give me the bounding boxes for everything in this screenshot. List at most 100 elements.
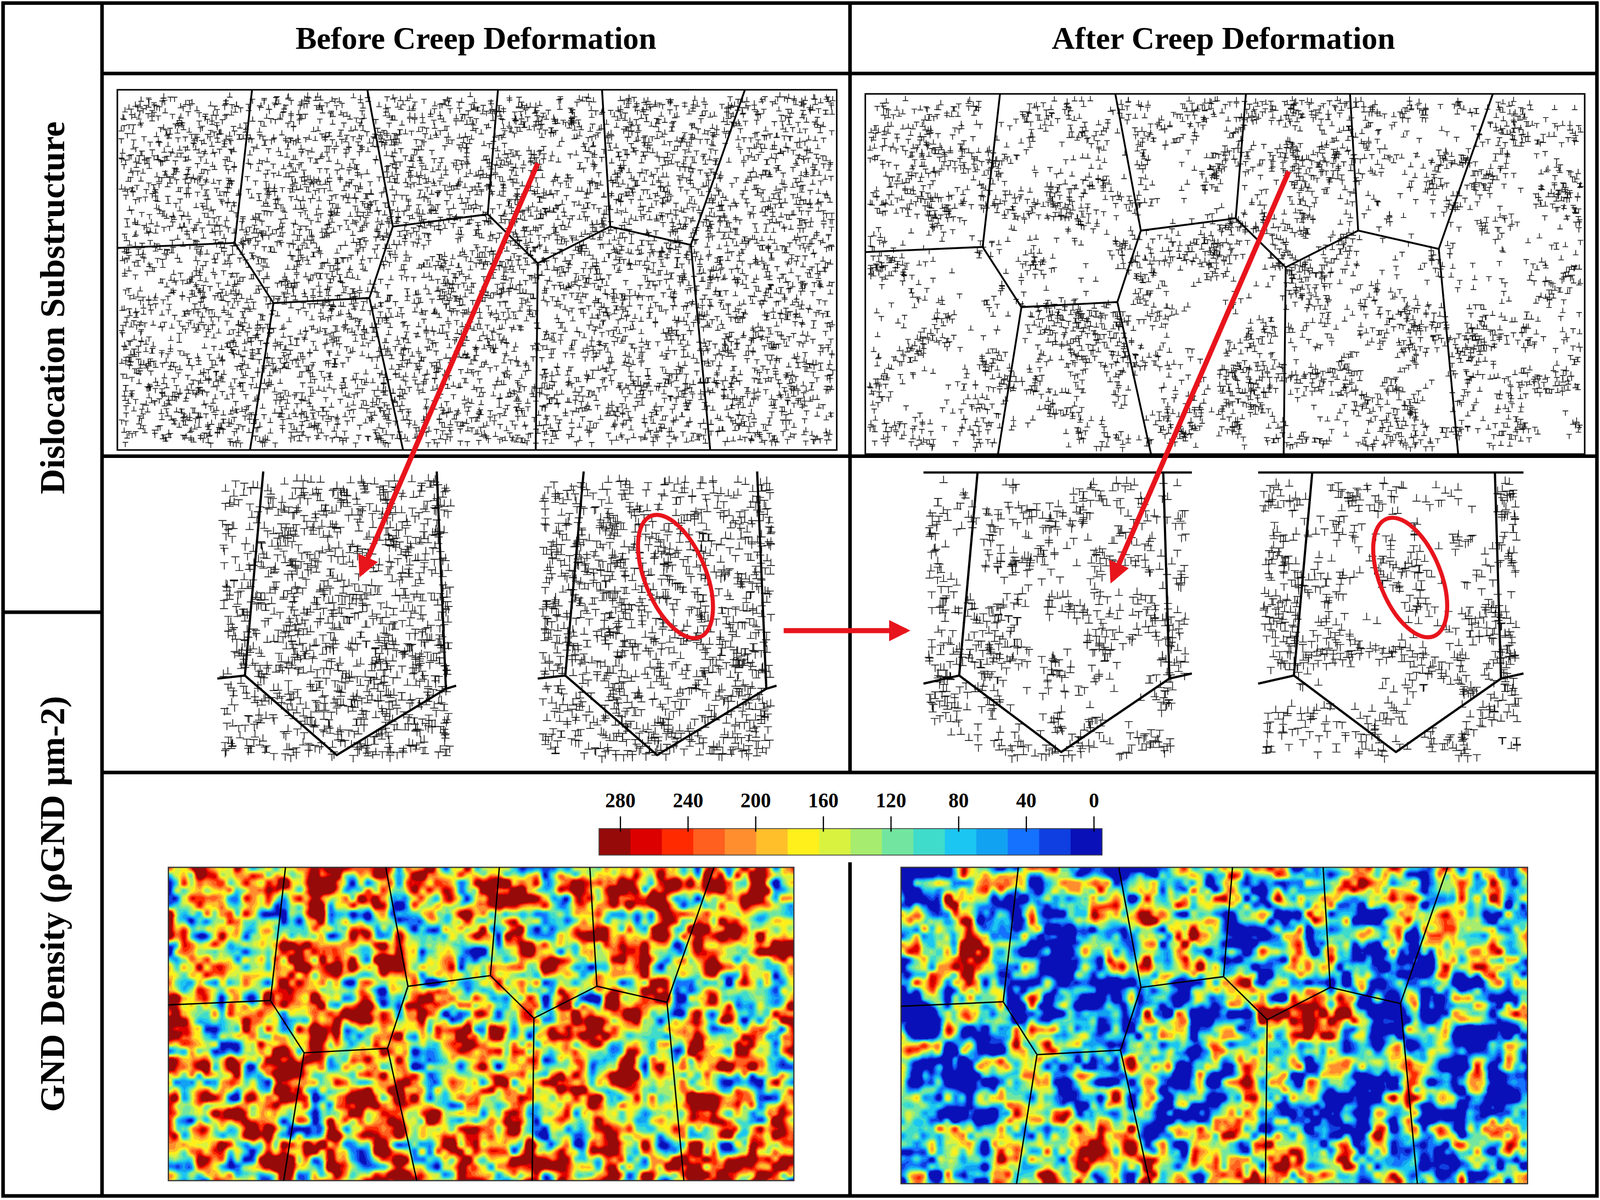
colorbar-segment bbox=[598, 828, 631, 856]
grain-boundaries bbox=[923, 472, 1192, 753]
grain-boundary bbox=[1118, 867, 1142, 1050]
grain-boundary bbox=[1258, 673, 1524, 753]
grain-boundary bbox=[756, 471, 767, 689]
colorbar-segment bbox=[1070, 828, 1103, 856]
highlight-ellipse bbox=[622, 504, 729, 649]
grain-boundary bbox=[537, 675, 777, 756]
grain-boundaries bbox=[217, 471, 456, 756]
grain-boundary bbox=[666, 1002, 684, 1181]
grain-boundary bbox=[1223, 976, 1268, 1184]
grain-boundary bbox=[901, 1002, 1004, 1007]
colorbar-segment bbox=[882, 828, 914, 856]
grain-boundary bbox=[1235, 218, 1286, 455]
grain-boundary bbox=[609, 89, 745, 246]
colorbar-segment bbox=[913, 828, 946, 856]
colorbar-value: 280 bbox=[605, 789, 636, 813]
grain-boundary bbox=[923, 471, 1192, 474]
zoom-arrow bbox=[1112, 171, 1289, 580]
edge-dislocations bbox=[218, 473, 455, 763]
grain-boundary bbox=[959, 472, 978, 676]
grain-boundary bbox=[408, 867, 500, 987]
grain-boundary bbox=[436, 471, 446, 689]
colorbar-tick bbox=[687, 816, 689, 832]
grain-boundary bbox=[487, 214, 538, 451]
grain-boundary bbox=[273, 297, 404, 450]
grain-boundary bbox=[367, 89, 394, 299]
grain-boundary bbox=[1021, 302, 1151, 455]
grain-boundary bbox=[596, 867, 715, 1003]
grain-boundary bbox=[865, 246, 983, 252]
grain-boundary bbox=[533, 867, 597, 1019]
dislocation-panel bbox=[537, 471, 777, 764]
grain-boundary bbox=[303, 1048, 417, 1181]
grain-boundary bbox=[234, 89, 274, 451]
grain-boundary bbox=[1293, 472, 1313, 676]
colorbar-tick bbox=[619, 816, 621, 832]
dislocation-panel bbox=[1258, 472, 1524, 763]
grain-boundary bbox=[1267, 867, 1331, 1020]
colorbar-value: 0 bbox=[1088, 789, 1100, 813]
colorbar-segment bbox=[662, 828, 694, 856]
edge-dislocations bbox=[866, 95, 1584, 453]
gnd-density-field bbox=[168, 867, 794, 1181]
colorbar-segment bbox=[850, 828, 883, 856]
colorbar-value: 200 bbox=[740, 789, 772, 813]
grain-boundary bbox=[117, 242, 235, 248]
column-label: After Creep Deformation bbox=[1052, 20, 1396, 56]
grid-line bbox=[102, 454, 1597, 459]
grid-line bbox=[102, 770, 1597, 775]
grain-boundaries bbox=[168, 867, 715, 1181]
grain-boundary bbox=[1358, 93, 1494, 250]
dislocation-panel bbox=[923, 472, 1192, 763]
colorbar-value: 160 bbox=[807, 789, 839, 813]
zoom-arrow bbox=[361, 163, 539, 574]
panel-frame bbox=[901, 867, 1528, 1184]
grain-boundary bbox=[982, 93, 1022, 455]
colorbar-value: 240 bbox=[673, 789, 704, 813]
grain-boundary bbox=[217, 675, 456, 756]
grain-boundary bbox=[565, 471, 584, 676]
edge-dislocations bbox=[118, 91, 836, 448]
grain-boundary bbox=[1438, 249, 1458, 455]
colorbar-tick bbox=[958, 816, 960, 832]
grain-boundary bbox=[923, 673, 1192, 753]
panel-frame bbox=[117, 89, 838, 451]
grain-boundaries bbox=[537, 471, 777, 756]
grain-boundary bbox=[1494, 472, 1501, 679]
dislocation-panel bbox=[865, 93, 1586, 455]
evolution-arrow bbox=[783, 628, 907, 633]
panel-frame bbox=[168, 867, 794, 1181]
dislocation-panel bbox=[117, 89, 838, 451]
gnd-map bbox=[168, 867, 794, 1181]
grain-boundary bbox=[270, 867, 304, 1181]
grain-boundary bbox=[1163, 472, 1170, 679]
table-grid bbox=[3, 3, 1598, 1197]
outer-border bbox=[3, 3, 1598, 1197]
colorbar-segment bbox=[630, 828, 663, 856]
gnd-map bbox=[901, 867, 1528, 1184]
grain-boundary bbox=[690, 245, 710, 451]
colorbar-segment bbox=[724, 828, 757, 856]
grain-boundary bbox=[1258, 471, 1524, 474]
colorbar-segment bbox=[818, 828, 851, 856]
grid-line bbox=[847, 862, 852, 1196]
colorbar-tick bbox=[822, 816, 824, 832]
colorbar-segment bbox=[787, 828, 820, 856]
grain-boundary bbox=[168, 1000, 271, 1005]
colorbar-segment bbox=[1039, 828, 1072, 856]
colorbar-value: 80 bbox=[948, 789, 969, 813]
grid-line bbox=[847, 3, 852, 773]
grain-boundary bbox=[1140, 867, 1233, 988]
grain-boundaries bbox=[117, 89, 745, 451]
row-header: GND Density (ρGND μm-2) bbox=[3, 612, 103, 1196]
colorbar-tick bbox=[1093, 816, 1095, 832]
colorbar-tick bbox=[1025, 816, 1027, 832]
panel-frame bbox=[865, 93, 1586, 455]
column-label: Before Creep Deformation bbox=[295, 20, 657, 56]
row-label: Dislocation Substructure bbox=[33, 121, 72, 495]
colorbar-segment bbox=[1007, 828, 1040, 856]
grain-boundary bbox=[1400, 1003, 1418, 1184]
colorbar-segment bbox=[756, 828, 789, 856]
